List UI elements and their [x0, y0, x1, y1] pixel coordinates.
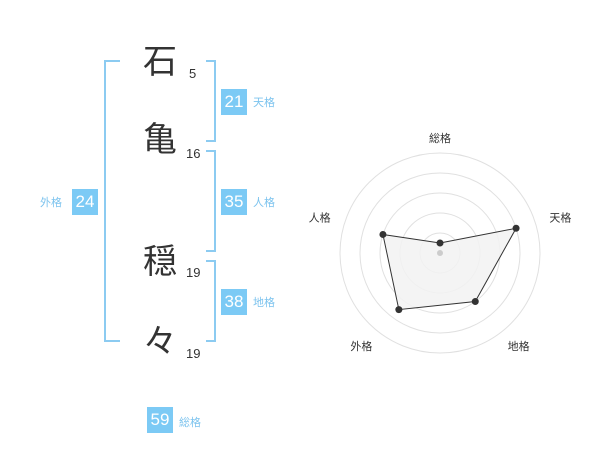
chikaku-bracket [206, 260, 216, 342]
tenkaku-value: 21 [221, 89, 247, 115]
gaikaku-value: 24 [72, 189, 98, 215]
soukaku-label: 総格 [179, 416, 201, 429]
name-char-3: 穏 [143, 242, 177, 282]
tenkaku-label: 天格 [253, 96, 275, 109]
radar-axis-label-5: 人格 [309, 210, 331, 224]
jinkaku-bracket [206, 150, 216, 252]
chikaku-value: 38 [221, 289, 247, 315]
radar-data-polygon [382, 227, 518, 311]
name-char-1: 石 [143, 42, 177, 82]
radar-axis-label-2: 天格 [549, 210, 571, 224]
radar-grid-ring [359, 172, 521, 334]
radar-axis-label-4: 外格 [350, 339, 372, 353]
stroke-count-2: 16 [186, 146, 201, 161]
jinkaku-label: 人格 [253, 196, 275, 209]
radar-point-3 [471, 298, 479, 306]
name-char-4: 々 [143, 322, 177, 362]
name-char-2: 亀 [143, 120, 177, 160]
radar-axis-label-1: 総格 [429, 131, 451, 145]
jinkaku-value: 35 [221, 189, 247, 215]
radar-point-4 [395, 306, 403, 314]
gaikaku-label: 外格 [40, 196, 62, 209]
stroke-count-4: 19 [186, 346, 201, 361]
radar-point-2 [512, 224, 520, 232]
stroke-count-3: 19 [186, 265, 201, 280]
radar-point-1 [436, 239, 444, 247]
radar-grid-ring [339, 152, 541, 354]
chikaku-label: 地格 [253, 296, 275, 309]
radar-point-5 [379, 230, 387, 238]
radar-axis-label-3: 地格 [508, 339, 530, 353]
stroke-count-1: 5 [189, 66, 197, 81]
tenkaku-bracket [206, 60, 216, 142]
gaikaku-bracket [104, 60, 120, 342]
soukaku-value: 59 [147, 407, 173, 433]
radar-center-dot [437, 250, 443, 256]
